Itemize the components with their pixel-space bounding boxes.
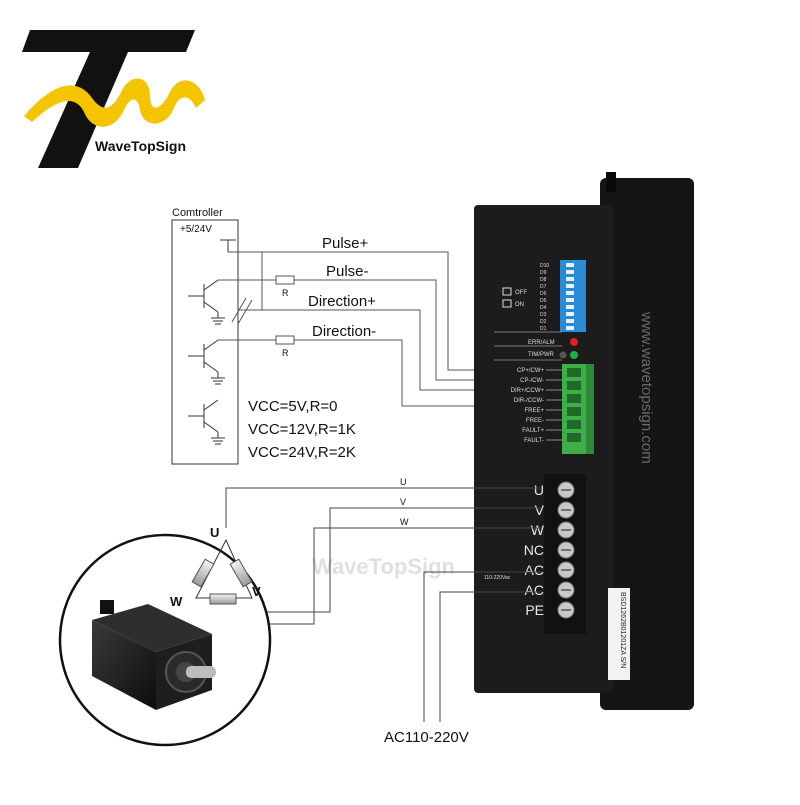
voltage-marking: 110-220Vac xyxy=(484,575,511,581)
svg-text:AC: AC xyxy=(525,582,544,598)
phase-label-u: U xyxy=(210,525,219,540)
vcc-note-3: VCC=24V,R=2K xyxy=(248,444,356,461)
svg-text:CP-/CW-: CP-/CW- xyxy=(520,378,544,384)
signal-terminal-labels: CP+/CW+ CP-/CW- DIR+/CCW+ DIR-/CCW- FREE… xyxy=(511,368,545,444)
svg-text:W: W xyxy=(531,522,545,538)
led-green xyxy=(570,351,578,359)
svg-text:FAULT+: FAULT+ xyxy=(522,428,544,434)
led-label-err-alm: ERR/ALM xyxy=(528,340,555,346)
svg-text:PE: PE xyxy=(525,602,544,618)
dip-off-label: OFF xyxy=(515,290,527,296)
svg-text:D10: D10 xyxy=(540,263,549,269)
transistor-2 xyxy=(188,339,225,385)
svg-text:D9: D9 xyxy=(540,270,547,276)
signal-label-direction-plus: Direction+ xyxy=(308,293,376,310)
signal-label-pulse-plus: Pulse+ xyxy=(322,235,369,252)
svg-text:D2: D2 xyxy=(540,319,547,325)
svg-text:D6: D6 xyxy=(540,291,547,297)
svg-text:U: U xyxy=(534,482,544,498)
controller: Comtroller +5/24V xyxy=(171,207,356,465)
led-label-tim-pwr: TIM/PWR xyxy=(528,352,555,358)
svg-text:CP+/CW+: CP+/CW+ xyxy=(517,368,545,374)
controller-title: Comtroller xyxy=(172,207,223,219)
signal-label-pulse-minus: Pulse- xyxy=(326,263,369,280)
wire-label-v: V xyxy=(400,497,406,507)
svg-text:AC: AC xyxy=(525,562,544,578)
svg-text:DIR-/CCW-: DIR-/CCW- xyxy=(514,398,544,404)
ac-input-wires xyxy=(423,571,542,722)
led-red xyxy=(570,338,578,346)
stepper-driver: D10 D9 D8 D7 D6 D5 D4 D3 D2 D1 OFF ON ER… xyxy=(474,172,694,710)
side-sticker-text: BSD1262B01201ZA S/N xyxy=(619,592,626,668)
brand-name: WaveTopSign xyxy=(95,138,186,154)
controller-box xyxy=(171,219,239,465)
phase-label-v: V xyxy=(252,584,261,599)
resistor-label-1: R xyxy=(282,288,289,298)
watermark: WaveTopSign xyxy=(312,554,455,579)
transistor-3 xyxy=(188,399,225,445)
controller-supply: +5/24V xyxy=(180,224,212,235)
signal-terminal-block[interactable] xyxy=(562,364,594,454)
power-terminal-block[interactable] xyxy=(544,474,586,634)
ac-input-label: AC110-220V xyxy=(384,729,469,746)
motor-illustration: U V W xyxy=(58,525,272,747)
website-text: www.wavetopsign.com xyxy=(638,311,655,464)
brand-logo: WaveTopSign xyxy=(22,30,205,168)
power-terminal-labels: U V W NC AC AC PE xyxy=(524,482,545,618)
svg-text:D5: D5 xyxy=(540,298,547,304)
dip-position-labels: D10 D9 D8 D7 D6 D5 D4 D3 D2 D1 xyxy=(540,263,549,332)
svg-text:D1: D1 xyxy=(540,326,547,332)
resistor-label-2: R xyxy=(282,348,289,358)
motor-wire-labels: U V W xyxy=(400,477,409,527)
svg-text:D4: D4 xyxy=(540,305,547,311)
driver-back-panel xyxy=(600,178,694,710)
vcc-note-1: VCC=5V,R=0 xyxy=(248,398,338,415)
svg-text:FREE+: FREE+ xyxy=(524,408,544,414)
svg-text:D3: D3 xyxy=(540,312,547,318)
stepper-motor xyxy=(92,600,216,710)
phase-label-w: W xyxy=(170,594,183,609)
svg-text:D7: D7 xyxy=(540,284,547,290)
dip-switch[interactable] xyxy=(560,260,586,332)
logo-yellow-wave xyxy=(24,78,205,127)
transistor-1 xyxy=(188,279,225,325)
svg-text:FAULT-: FAULT- xyxy=(524,438,544,444)
logo-black-bar xyxy=(22,30,195,52)
wire-label-u: U xyxy=(400,477,407,487)
side-sticker xyxy=(608,588,630,680)
svg-text:V: V xyxy=(535,502,545,518)
vcc-note-2: VCC=12V,R=1K xyxy=(248,421,356,438)
svg-text:D8: D8 xyxy=(540,277,547,283)
svg-text:DIR+/CCW+: DIR+/CCW+ xyxy=(511,388,545,394)
signal-label-direction-minus: Direction- xyxy=(312,323,376,340)
winding-resistors xyxy=(191,558,253,605)
dip-off-on-legend: OFF ON xyxy=(502,287,527,308)
dip-on-label: ON xyxy=(515,302,524,308)
svg-text:NC: NC xyxy=(524,542,544,558)
svg-text:FREE-: FREE- xyxy=(526,418,544,424)
wire-label-w: W xyxy=(400,517,409,527)
